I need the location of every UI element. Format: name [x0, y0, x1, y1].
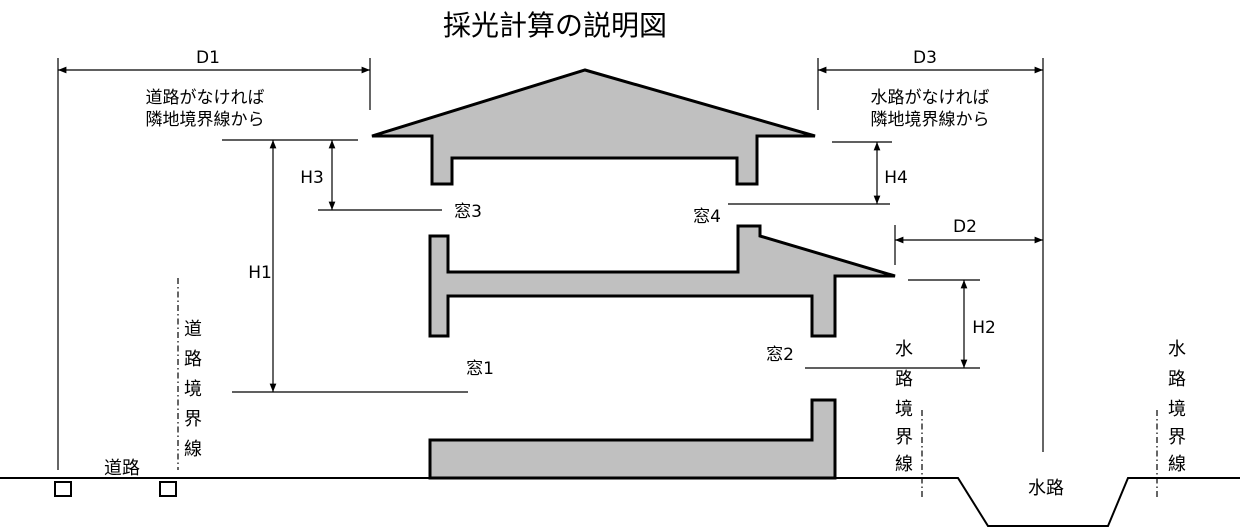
water-boundary-char: 界: [1168, 427, 1186, 448]
road-boundary-char: 境: [184, 379, 202, 400]
waterway-label: 水路: [1028, 478, 1064, 499]
water-boundary-char: 線: [1168, 454, 1186, 475]
h3-label: H3: [300, 168, 324, 188]
water-boundary-char: 路: [1168, 369, 1186, 390]
right-note-line1: 水路がなければ: [871, 88, 990, 108]
d1-label: D1: [196, 48, 220, 68]
road-marker-left: [54, 481, 72, 497]
road-boundary-char: 線: [184, 439, 202, 460]
d3-label: D3: [913, 48, 937, 68]
ground-floor-slab: [428, 398, 837, 480]
road-boundary-char: 路: [184, 349, 202, 370]
h2-label: H2: [972, 318, 996, 338]
d2-label: D2: [953, 217, 977, 237]
h4-label: H4: [884, 168, 908, 188]
middle-floor: [428, 224, 896, 338]
window1-label: 窓1: [466, 359, 494, 379]
right-note-line2: 隣地境界線から: [871, 110, 990, 130]
water-boundary-char: 境: [1168, 399, 1186, 420]
left-note-line1: 道路がなければ: [146, 88, 265, 108]
water-boundary-char: 水: [1168, 339, 1186, 360]
window3-label: 窓3: [454, 202, 482, 222]
road-marker-right: [159, 481, 177, 497]
window2-label: 窓2: [766, 345, 794, 365]
road-label: 道路: [104, 458, 140, 479]
water-boundary-inner-label: 水 路 境 界 線: [895, 339, 913, 475]
water-boundary-char: 線: [895, 454, 913, 475]
water-boundary-char: 境: [895, 399, 913, 420]
window4-label: 窓4: [693, 207, 721, 227]
road-boundary-char: 道: [184, 319, 202, 340]
water-boundary-char: 路: [895, 369, 913, 390]
road-boundary-char: 界: [184, 409, 202, 430]
left-note-line2: 隣地境界線から: [146, 110, 265, 130]
road-boundary-label: 道 路 境 界 線: [184, 319, 202, 460]
water-boundary-char: 水: [895, 339, 913, 360]
water-boundary-outer-label: 水 路 境 界 線: [1168, 339, 1186, 475]
diagram-title: 採光計算の説明図: [443, 9, 667, 42]
water-boundary-char: 界: [895, 427, 913, 448]
h1-label: H1: [248, 263, 272, 283]
roof: [371, 68, 816, 186]
